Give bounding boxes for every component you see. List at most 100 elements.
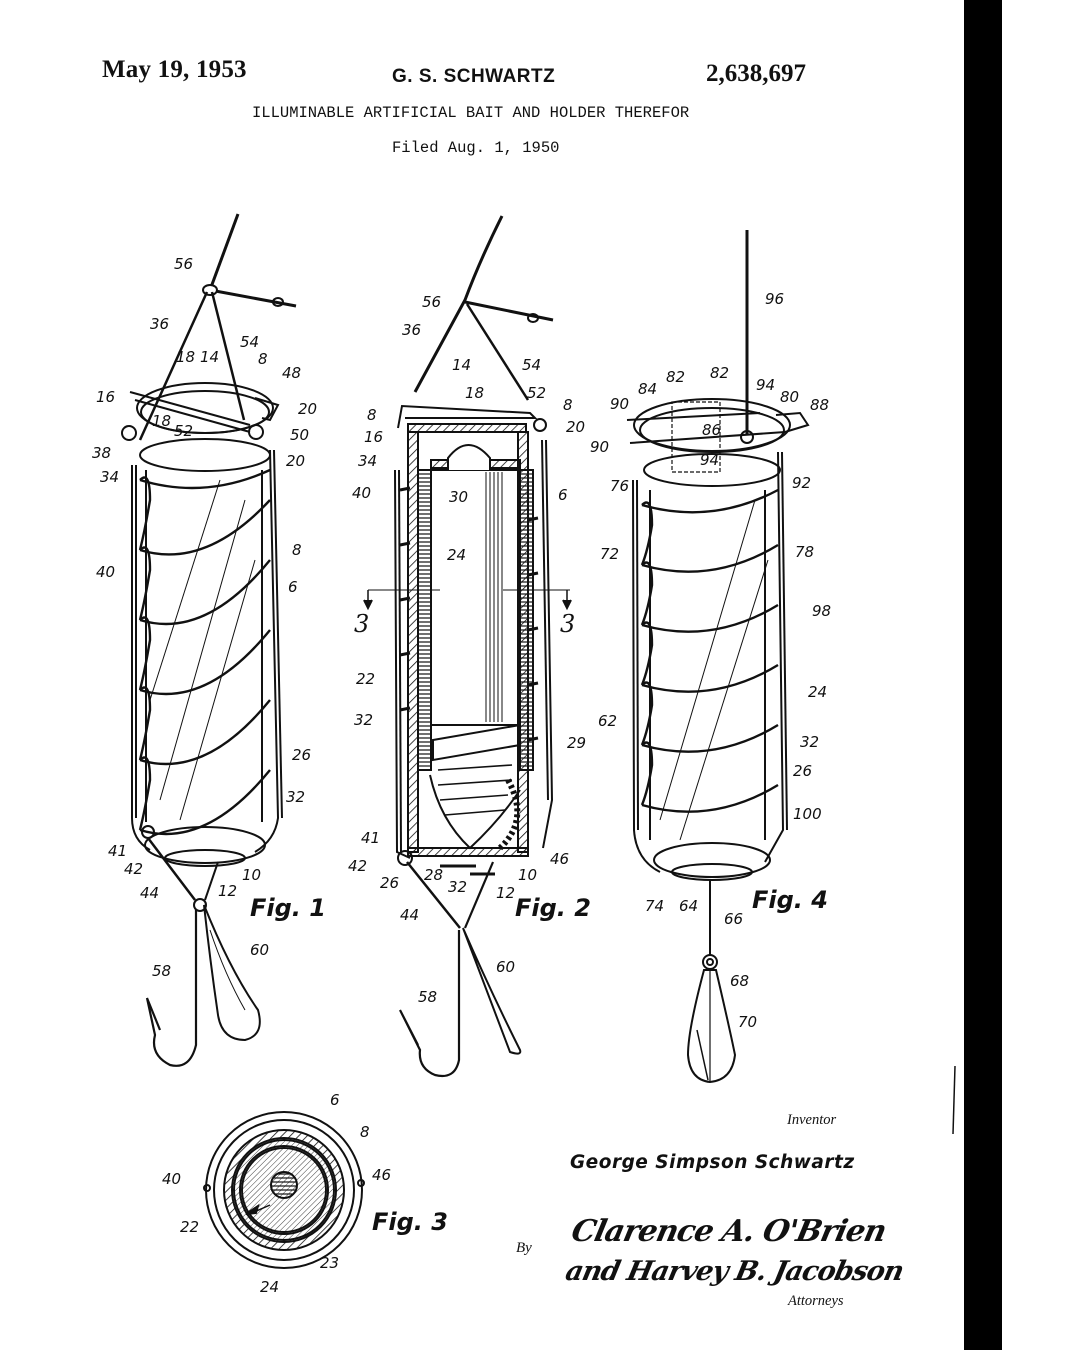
fig2-label: 22 bbox=[356, 670, 375, 688]
attorney-signature-1: Clarence A. O'Brien bbox=[568, 1214, 889, 1249]
attorney-signature-2: and Harvey B. Jacobson bbox=[562, 1256, 906, 1287]
fig4-label: 68 bbox=[730, 972, 749, 990]
fig1-label: 58 bbox=[152, 962, 171, 980]
fig4-label: 64 bbox=[679, 897, 698, 915]
fig2-label: 18 bbox=[465, 384, 484, 402]
fig1-label: 6 bbox=[288, 578, 298, 596]
fig4-label: 70 bbox=[738, 1013, 757, 1031]
fig2-label: 30 bbox=[449, 488, 468, 506]
fig2-caption: Fig. 2 bbox=[515, 894, 591, 922]
fig4-label: 98 bbox=[812, 602, 831, 620]
fig2-label: 40 bbox=[352, 484, 371, 502]
fig1-caption: Fig. 1 bbox=[250, 894, 326, 922]
fig1-label: 38 bbox=[92, 444, 111, 462]
inventor-name: George Simpson Schwartz bbox=[570, 1152, 855, 1173]
fig1-label: 32 bbox=[286, 788, 305, 806]
fig4-label: 92 bbox=[792, 474, 811, 492]
fig2-label: 12 bbox=[496, 884, 515, 902]
fig4-label: 66 bbox=[724, 910, 743, 928]
figure-2 bbox=[363, 215, 572, 1078]
fig1-label: 18 bbox=[176, 348, 195, 366]
fig1-label: 8 bbox=[258, 350, 268, 368]
fig3-label: 23 bbox=[320, 1254, 339, 1272]
fig4-label: 80 bbox=[780, 388, 799, 406]
patent-number: 2,638,697 bbox=[706, 60, 806, 87]
fig1-label: 48 bbox=[282, 364, 301, 382]
fig3-label: 46 bbox=[372, 1166, 391, 1184]
fig4-label: 84 bbox=[638, 380, 657, 398]
fig1-label: 8 bbox=[292, 541, 302, 559]
issue-date: May 19, 1953 bbox=[102, 56, 247, 83]
fig2-label: 58 bbox=[418, 988, 437, 1006]
fig4-label: 90 bbox=[590, 438, 609, 456]
margin-mark bbox=[952, 1065, 956, 1135]
fig3-label: 24 bbox=[260, 1278, 279, 1296]
fig2-label: 10 bbox=[518, 866, 537, 884]
fig3-label: 40 bbox=[162, 1170, 181, 1188]
fig1-label: 20 bbox=[286, 452, 305, 470]
fig1-label: 52 bbox=[174, 422, 193, 440]
fig4-label: 76 bbox=[610, 477, 629, 495]
figure-3 bbox=[203, 1111, 365, 1269]
fig1-label: 10 bbox=[242, 866, 261, 884]
fig2-label: 14 bbox=[452, 356, 471, 374]
figure-2-labels: 56 36 14 18 54 52 8 8 16 20 34 30 40 6 2… bbox=[348, 293, 591, 1006]
fig4-label: 82 bbox=[666, 368, 685, 386]
fig4-label: 94 bbox=[700, 451, 719, 469]
fig4-label: 82 bbox=[710, 364, 729, 382]
fig2-label: 54 bbox=[522, 356, 541, 374]
fig4-label: 96 bbox=[765, 290, 784, 308]
figure-4 bbox=[626, 230, 810, 1084]
fig1-label: 12 bbox=[218, 882, 237, 900]
figure-1 bbox=[121, 213, 297, 1067]
fig4-caption: Fig. 4 bbox=[752, 886, 828, 914]
section-mark-left: 3 bbox=[354, 610, 369, 638]
fig2-label: 60 bbox=[496, 958, 515, 976]
fig4-label: 94 bbox=[756, 376, 775, 394]
fig1-label: 60 bbox=[250, 941, 269, 959]
fig1-label: 20 bbox=[298, 400, 317, 418]
fig2-label: 42 bbox=[348, 857, 367, 875]
fig4-label: 100 bbox=[793, 805, 822, 823]
fig2-label: 36 bbox=[402, 321, 421, 339]
fig2-label: 52 bbox=[527, 384, 546, 402]
fig2-label: 6 bbox=[558, 486, 568, 504]
fig1-label: 42 bbox=[124, 860, 143, 878]
fig2-label: 46 bbox=[550, 850, 569, 868]
patent-title: ILLUMINABLE ARTIFICIAL BAIT AND HOLDER T… bbox=[252, 104, 690, 122]
fig4-label: 88 bbox=[810, 396, 829, 414]
fig1-label: 44 bbox=[140, 884, 159, 902]
fig4-label: 78 bbox=[795, 543, 814, 561]
fig4-label: 72 bbox=[600, 545, 619, 563]
fig4-label: 62 bbox=[598, 712, 617, 730]
scan-edge-bar bbox=[964, 0, 1002, 1350]
fig2-label: 8 bbox=[563, 396, 573, 414]
section-mark-right: 3 bbox=[560, 610, 575, 638]
fig3-label: 8 bbox=[360, 1123, 370, 1141]
fig1-label: 54 bbox=[240, 333, 259, 351]
fig1-label: 36 bbox=[150, 315, 169, 333]
fig1-label: 41 bbox=[108, 842, 127, 860]
fig2-label: 44 bbox=[400, 906, 419, 924]
fig4-label: 86 bbox=[702, 421, 721, 439]
fig2-label: 28 bbox=[424, 866, 443, 884]
fig1-label: 40 bbox=[96, 563, 115, 581]
fig2-label: 26 bbox=[380, 874, 399, 892]
figure-4-labels: 96 82 82 84 94 80 88 90 86 90 94 92 76 7… bbox=[590, 290, 831, 1031]
fig2-label: 8 bbox=[367, 406, 377, 424]
fig3-label: 6 bbox=[330, 1091, 340, 1109]
fig2-label: 32 bbox=[448, 878, 467, 896]
fig1-label: 26 bbox=[292, 746, 311, 764]
fig2-label: 41 bbox=[361, 829, 380, 847]
fig3-label: 22 bbox=[180, 1218, 199, 1236]
fig2-label: 20 bbox=[566, 418, 585, 436]
figure-1-labels: 56 36 54 18 14 8 48 16 18 20 52 50 38 20… bbox=[92, 255, 326, 980]
fig1-label: 50 bbox=[290, 426, 309, 444]
fig3-caption: Fig. 3 bbox=[372, 1208, 448, 1236]
fig2-label: 16 bbox=[364, 428, 383, 446]
fig2-label: 24 bbox=[447, 546, 466, 564]
fig1-label: 18 bbox=[152, 412, 171, 430]
figure-3-labels: 6 8 40 46 22 24 23 Fig. 3 bbox=[162, 1091, 448, 1296]
fig1-label: 14 bbox=[200, 348, 219, 366]
